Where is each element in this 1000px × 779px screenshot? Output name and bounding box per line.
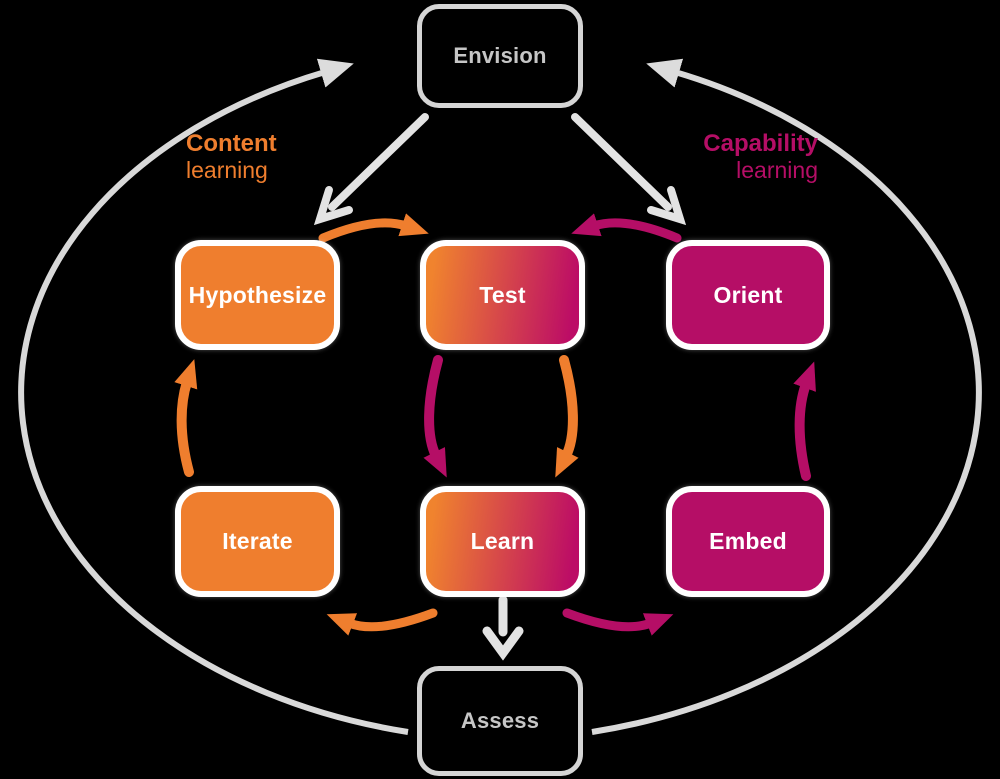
node-test-label: Test [479, 281, 526, 308]
node-envision-label: Envision [453, 43, 547, 68]
node-test: Test [420, 240, 585, 350]
capability-learning-line2: learning [736, 157, 818, 183]
outer-loop-right-arrow [591, 58, 982, 735]
arrow-test-to-learn-orange [555, 355, 579, 478]
capability-learning-line1: Capability [703, 130, 818, 157]
content-learning-label: Content learning [186, 130, 277, 184]
node-learn: Learn [420, 486, 585, 597]
outer-loop-left-arrow [18, 58, 409, 735]
node-iterate: Iterate [175, 486, 340, 597]
arrow-learn-to-embed [562, 608, 674, 636]
arrow-hypothesize-to-test [318, 213, 429, 243]
node-orient: Orient [666, 240, 830, 350]
node-hypothesize: Hypothesize [175, 240, 340, 350]
envision-to-capability-arrow [571, 113, 687, 226]
arrow-learn-to-assess [482, 595, 524, 661]
node-learn-label: Learn [470, 528, 535, 554]
envision-to-content-arrow [313, 113, 429, 226]
node-assess: Assess [417, 666, 583, 776]
arrow-learn-to-iterate [326, 608, 438, 636]
capability-learning-label: Capability learning [700, 130, 818, 184]
content-learning-line1: Content [186, 130, 277, 157]
node-embed: Embed [666, 486, 830, 597]
arrow-iterate-to-hypothesize [174, 359, 198, 477]
arrow-embed-to-orient [793, 361, 816, 481]
content-learning-line2: learning [186, 157, 268, 183]
node-orient-label: Orient [713, 281, 783, 308]
node-hypothesize-label: Hypothesize [188, 281, 327, 308]
node-envision: Envision [417, 4, 583, 108]
node-embed-label: Embed [709, 528, 787, 554]
node-assess-label: Assess [460, 708, 540, 733]
arrow-orient-to-test [571, 213, 682, 243]
arrow-test-to-learn-magenta [423, 355, 447, 478]
node-iterate-label: Iterate [222, 528, 293, 554]
